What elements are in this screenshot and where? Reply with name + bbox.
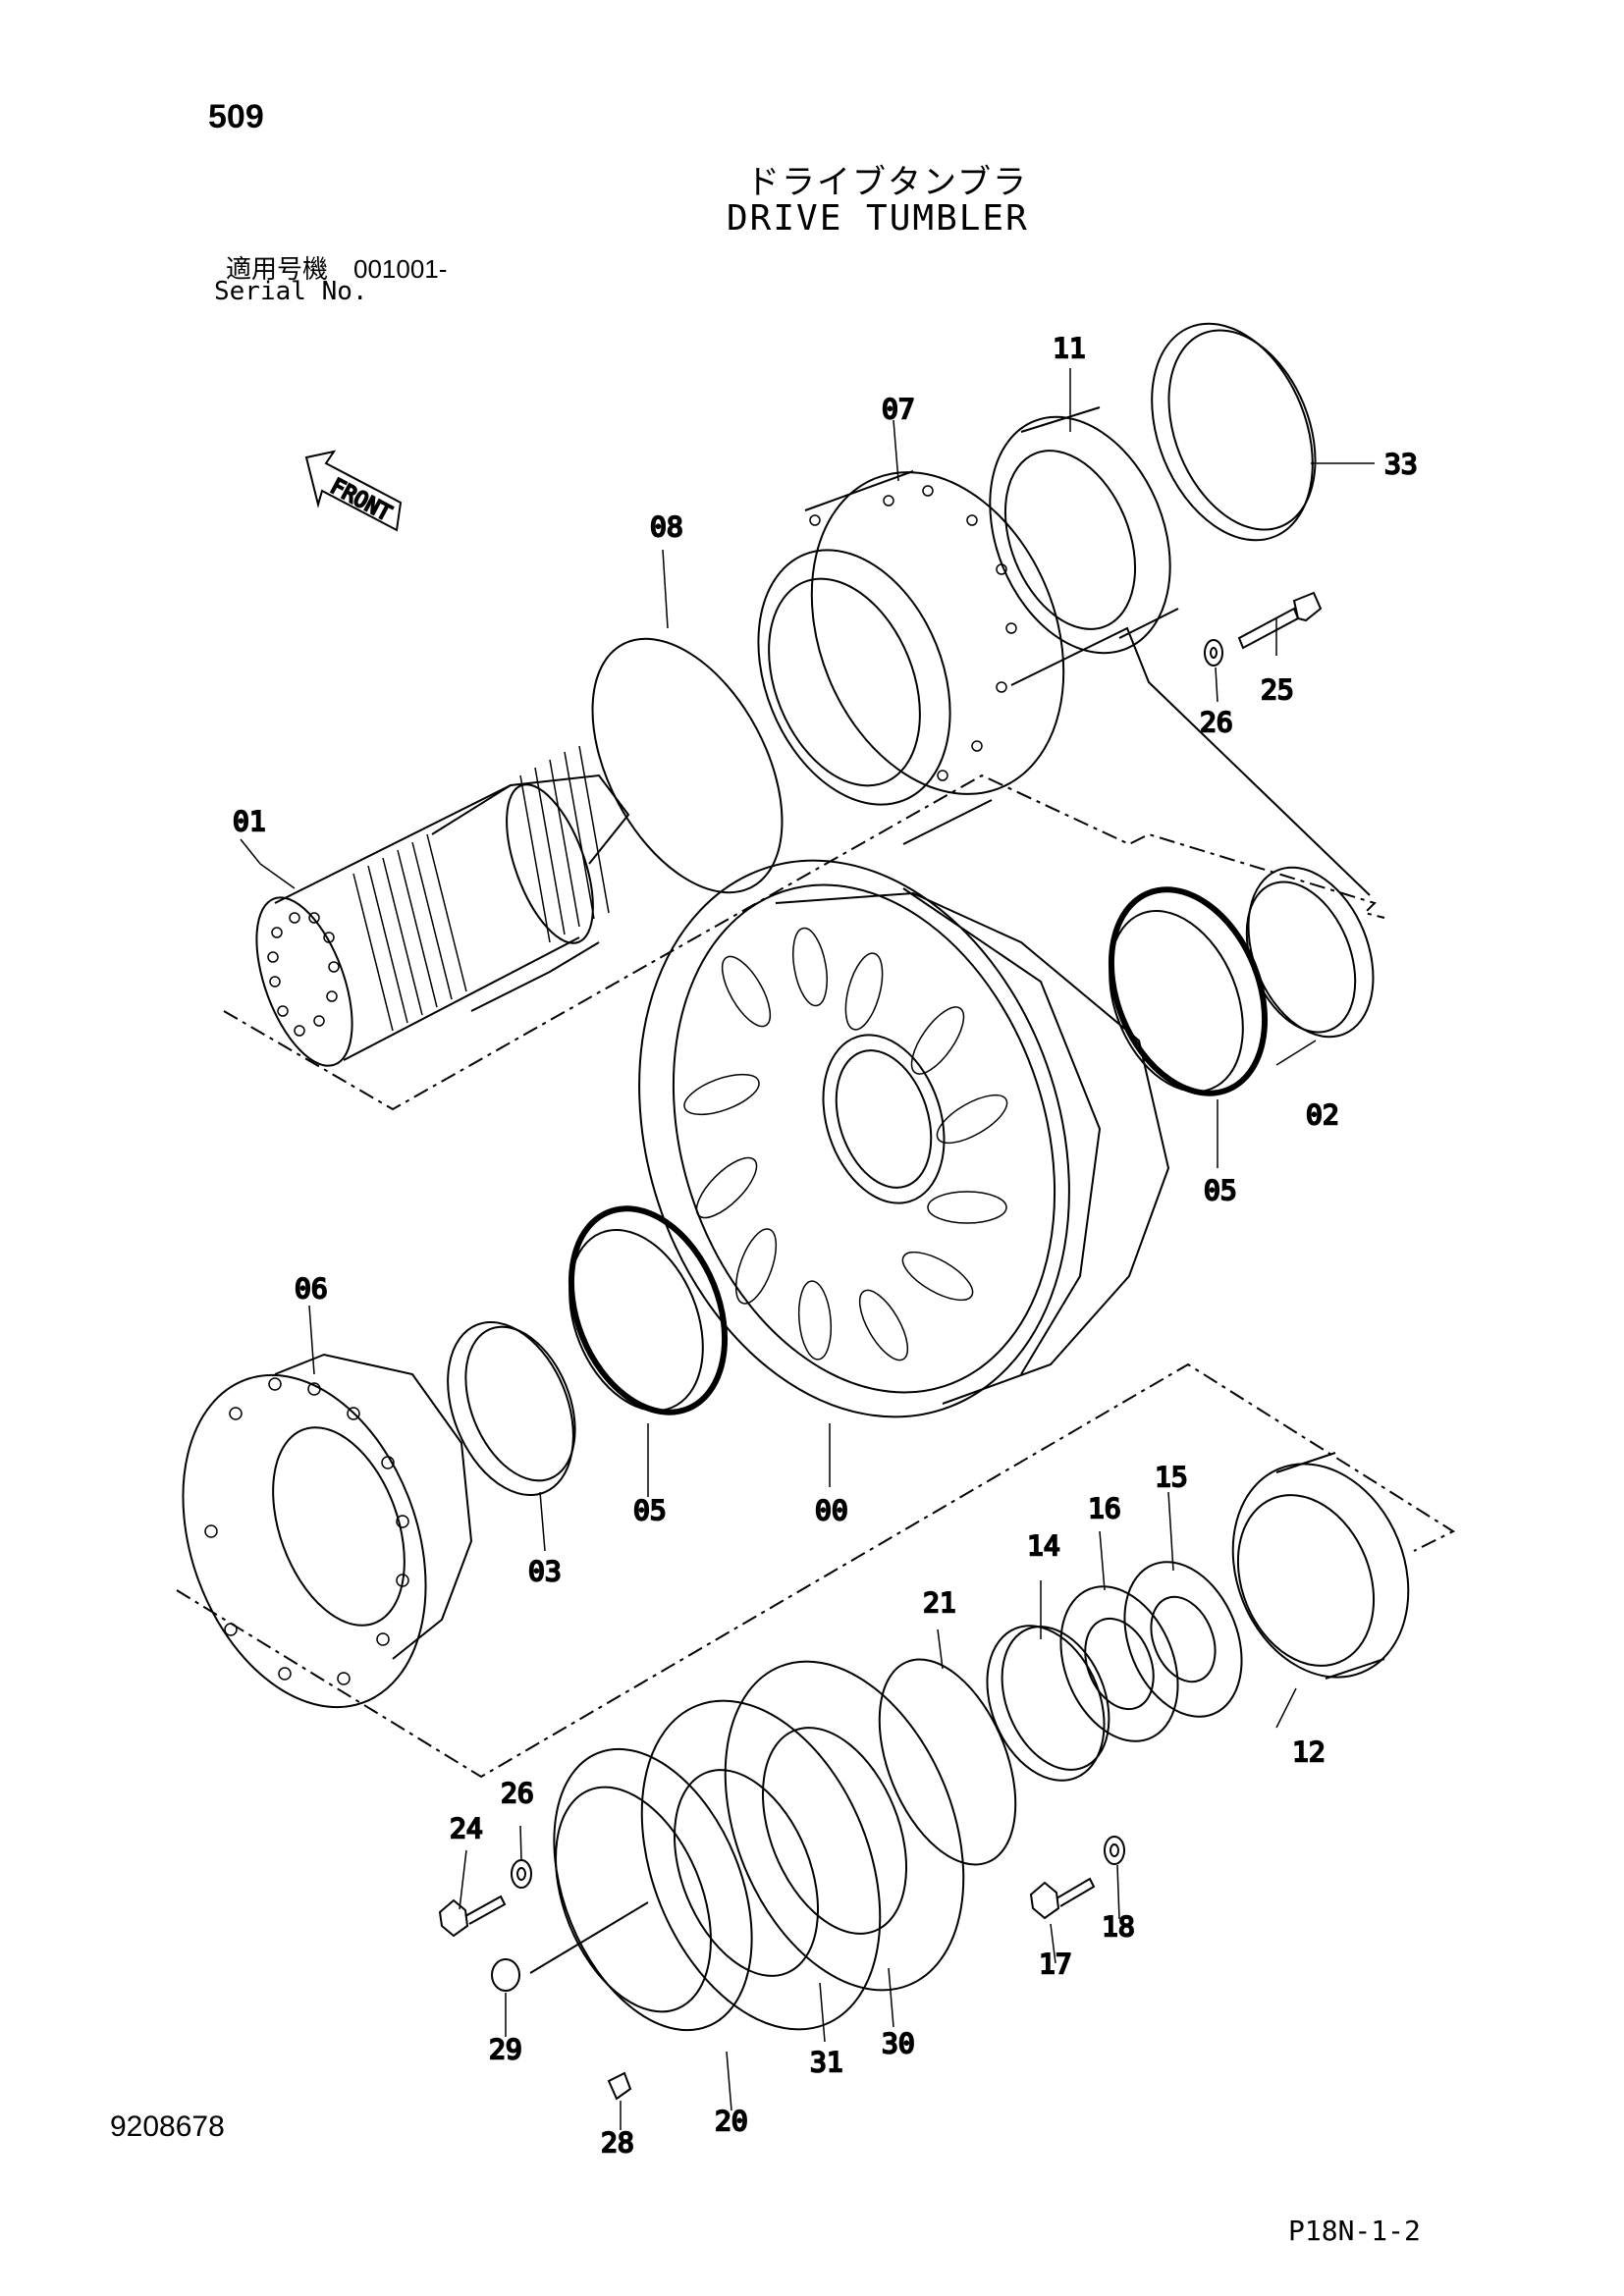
front-arrow-icon: FRONT [306,452,401,530]
part-03-lock-ring [424,1304,597,1514]
part-15-plate [1103,1544,1263,1734]
label-part-20: 20 [715,2105,748,2137]
part-30-plate [679,1627,1008,2026]
label-part-21: 21 [923,1586,956,1619]
part-08-o-ring [554,608,822,924]
part-12-bearing [1202,1437,1439,1703]
page-number: 509 [208,98,264,135]
document-number: 9208678 [110,2110,225,2143]
label-part-05-lower: 05 [633,1494,667,1526]
label-part-26-lower: 26 [501,1777,534,1809]
label-part-08: 08 [650,510,683,543]
serial-applicable-japanese: 適用号機 001001- [226,254,448,284]
label-part-00: 00 [815,1494,848,1526]
part-17-bolt [1031,1879,1094,1918]
label-part-28: 28 [601,2126,634,2159]
label-part-24: 24 [450,1812,483,1844]
assembly-outline-lower [177,1364,1453,1777]
label-part-01: 01 [233,805,266,837]
serial-number-label: Serial No. [214,277,368,306]
label-part-18: 18 [1102,1910,1135,1943]
label-part-33: 33 [1384,448,1418,480]
page-reference: P18N-1-2 [1288,2215,1421,2247]
label-part-02: 02 [1306,1098,1339,1131]
part-25-bolt [1239,593,1321,648]
part-29-plug [492,1959,519,1991]
part-26-washer-upper [1205,640,1222,666]
part-33-ring [1121,299,1342,563]
label-part-25: 25 [1261,673,1294,706]
label-part-29: 29 [489,2033,522,2065]
part-05-seal-lower [543,1186,753,1435]
part-06-flange [139,1341,471,1741]
label-part-05-upper: 05 [1204,1174,1237,1206]
part-31-plate [596,1666,925,2065]
part-01-splined-shaft [238,746,628,1078]
part-14-plate [965,1608,1129,1797]
title-english: DRIVE TUMBLER [727,198,1029,239]
label-part-31: 31 [810,2046,843,2078]
part-18-washer [1105,1837,1124,1864]
label-part-16: 16 [1088,1492,1121,1524]
part-26-washer-lower [512,1860,531,1888]
part-16-spacer [1039,1569,1199,1758]
part-24-bolt [440,1896,505,1936]
part-02-lock-ring [1225,849,1397,1055]
part-07-housing [723,434,1110,844]
assembly-outline-upper [224,628,1384,1109]
part-20-cover [515,1720,789,2059]
title-japanese: ドライブタンブラ [746,164,1028,201]
label-part-03: 03 [528,1555,562,1587]
part-21-o-ring [852,1640,1043,1885]
part-28-plug [609,2073,630,2099]
label-part-06: 06 [295,1272,328,1305]
label-part-12: 12 [1292,1735,1326,1768]
part-11-bearing [956,390,1203,679]
label-part-07: 07 [882,393,915,425]
label-part-26-upper: 26 [1200,706,1233,738]
part-00-sprocket [570,804,1168,1472]
label-part-30: 30 [882,2027,915,2059]
label-part-15: 15 [1155,1461,1188,1493]
label-part-11: 11 [1053,332,1086,364]
part-05-seal-upper [1083,867,1293,1116]
label-part-17: 17 [1039,1948,1072,1980]
leader-lines [241,368,1375,2130]
label-part-14: 14 [1027,1529,1060,1562]
